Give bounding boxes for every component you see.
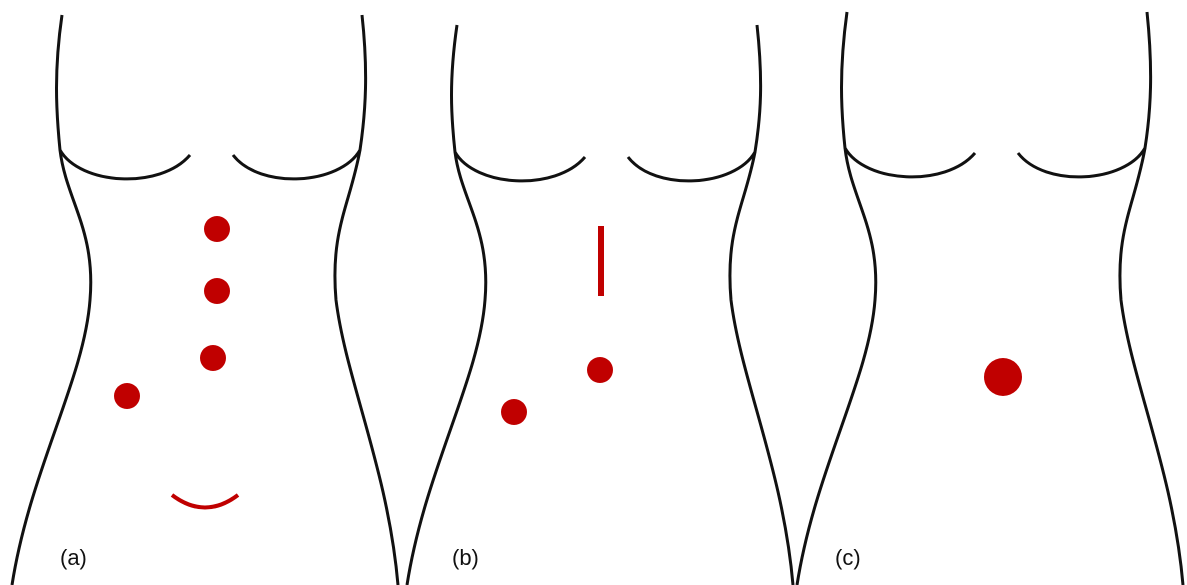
left-breast-line [455, 152, 585, 181]
right-breast-line [1018, 148, 1145, 177]
left-breast-line [845, 148, 975, 177]
panel-a: (a) [0, 0, 400, 585]
right-breast-line [628, 152, 755, 181]
port-site [204, 278, 230, 304]
left-breast-line [60, 150, 190, 179]
panel-b: (b) [395, 0, 795, 585]
port-site [204, 216, 230, 242]
torso-diagram-c [785, 0, 1185, 585]
umbilical-port-site [984, 358, 1022, 396]
port-site [501, 399, 527, 425]
port-site [200, 345, 226, 371]
torso-right-outline [335, 15, 398, 585]
port-site [587, 357, 613, 383]
port-site [114, 383, 140, 409]
panel-label-b: (b) [452, 545, 479, 571]
torso-left-outline [407, 25, 486, 585]
torso-diagram-a [0, 0, 400, 585]
right-breast-line [233, 150, 360, 179]
torso-right-outline [730, 25, 793, 585]
torso-left-outline [12, 15, 91, 585]
panel-c: (c) [785, 0, 1185, 585]
curved-incision [172, 495, 238, 508]
torso-right-outline [1120, 12, 1183, 585]
torso-diagram-b [395, 0, 795, 585]
torso-left-outline [797, 12, 876, 585]
panel-label-c: (c) [835, 545, 861, 571]
panel-label-a: (a) [60, 545, 87, 571]
